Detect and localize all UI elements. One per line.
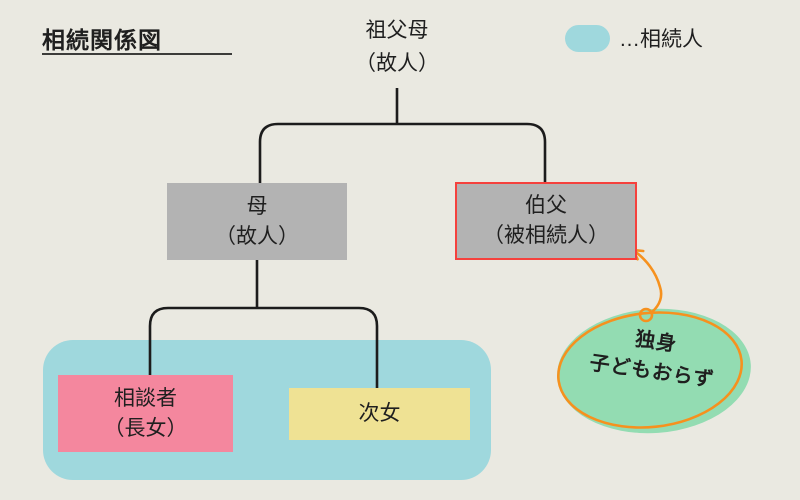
page-title: 相続関係図 — [42, 27, 162, 53]
tree-connector-top — [258, 88, 547, 183]
node-consulter: 相談者 （長女） — [58, 375, 233, 452]
mother-status: （故人） — [215, 224, 299, 248]
bubble-loop-icon — [638, 307, 654, 323]
node-second-daughter: 次女 — [289, 388, 470, 440]
uncle-status: （被相続人） — [483, 224, 609, 247]
consulter-status: （長女） — [103, 416, 188, 440]
mother-name: 母 — [246, 194, 268, 218]
uncle-name: 伯父 — [525, 194, 567, 217]
title-underline — [42, 53, 232, 55]
grandparents-status: （故人） — [355, 52, 439, 75]
legend-label: …相続人 — [619, 28, 703, 51]
arrow-icon — [630, 248, 663, 314]
second-daughter-name: 次女 — [358, 402, 401, 425]
consulter-name: 相談者 — [114, 386, 177, 410]
legend: …相続人 — [565, 23, 703, 53]
annotation-note: 独身 子どもおらず — [566, 315, 743, 398]
node-grandparents: 祖父母 （故人） — [331, 14, 463, 80]
annotation-line1: 独身 — [633, 328, 679, 356]
heir-swatch-icon — [565, 24, 610, 52]
grandparents-name: 祖父母 — [365, 19, 429, 42]
node-uncle: 伯父 （被相続人） — [455, 182, 637, 260]
annotation-line2: 子どもおらず — [588, 352, 716, 392]
node-mother: 母 （故人） — [167, 183, 347, 260]
